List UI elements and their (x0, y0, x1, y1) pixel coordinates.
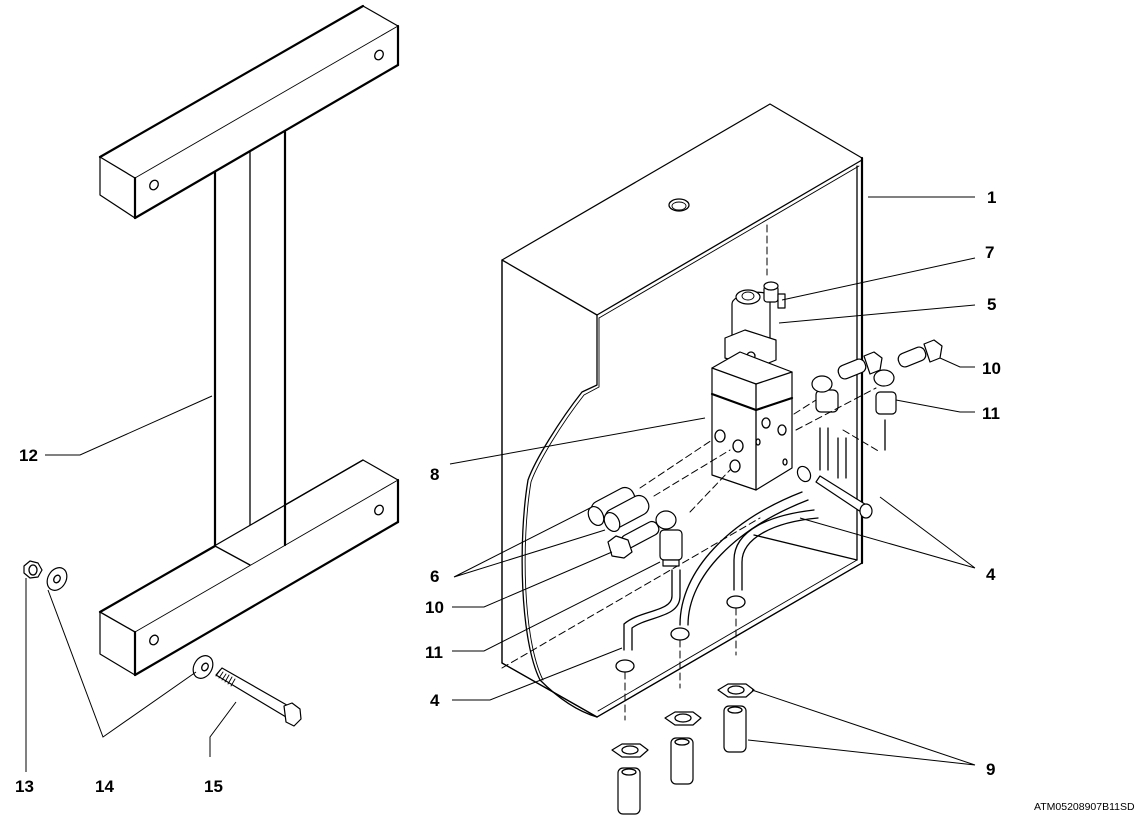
callout-8: 8 (430, 465, 439, 484)
air-hose (819, 419, 886, 479)
callout-12: 12 (19, 446, 38, 465)
callout-10-right: 10 (982, 359, 1001, 378)
callout-7: 7 (985, 243, 994, 262)
bulkhead-fitting-and-nut (611, 683, 755, 815)
bolt (215, 667, 302, 727)
washer (192, 655, 214, 679)
callout-4-left: 4 (430, 691, 440, 710)
elbow-push-fitting (811, 369, 897, 415)
solenoid-connector (763, 281, 786, 309)
callout-9: 9 (986, 760, 995, 779)
valve-block (710, 351, 794, 491)
elbow-push-fitting (655, 510, 683, 567)
drawing-reference-code: ATM05208907B11SD (1034, 801, 1135, 813)
callout-15: 15 (204, 777, 223, 796)
callout-6: 6 (430, 567, 439, 586)
washer (46, 567, 68, 591)
silencer (587, 486, 650, 533)
mounting-screw (796, 465, 873, 519)
callout-5: 5 (987, 295, 996, 314)
callout-14: 14 (95, 777, 114, 796)
callout-labels: 1 7 5 10 11 8 4 6 10 11 4 9 12 13 14 15 (15, 188, 1001, 796)
nut (23, 560, 43, 579)
air-hose (623, 491, 819, 651)
leader-lines (25, 196, 976, 772)
callout-10-left: 10 (425, 598, 444, 617)
callout-11-right: 11 (982, 404, 1000, 423)
callout-1: 1 (987, 188, 996, 207)
callout-13: 13 (15, 777, 34, 796)
banjo-fitting (837, 339, 943, 380)
banjo-fitting (607, 520, 660, 559)
enclosure-box (501, 103, 864, 721)
callout-4-right: 4 (986, 565, 996, 584)
support-frame (98, 4, 400, 677)
alignment-lines (639, 387, 877, 513)
callout-11-left: 11 (425, 643, 443, 662)
